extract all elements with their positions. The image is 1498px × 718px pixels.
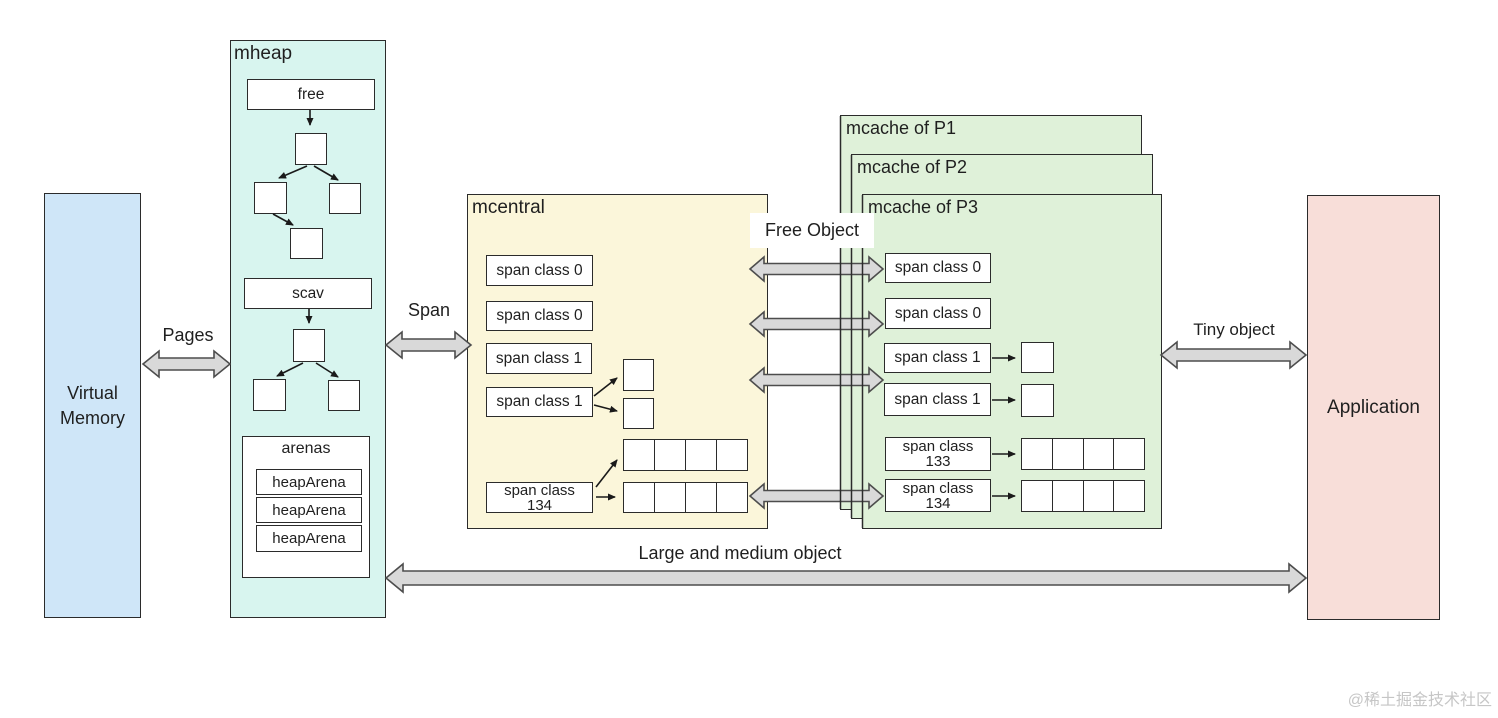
scav-tree-node <box>253 379 286 411</box>
span-cell <box>716 483 747 512</box>
span-class-134-line1: span class <box>902 479 974 497</box>
span-cell <box>1082 439 1114 469</box>
mcentral-title: mcentral <box>472 197 545 218</box>
span-class-133-line2: 133 <box>925 453 951 470</box>
span-cell <box>1051 439 1083 469</box>
span-label: Span <box>407 300 451 320</box>
free-tree-node <box>290 228 323 259</box>
heap-arena-box: heapArena <box>256 469 362 495</box>
span-cell <box>1082 481 1114 511</box>
span-cell <box>654 440 685 470</box>
mcache-span-cell <box>1021 342 1054 373</box>
span-cell <box>654 483 685 512</box>
virtual-memory-label: Virtual Memory <box>59 382 125 428</box>
free-object-label: Free Object <box>750 213 874 248</box>
free-tree-node <box>295 133 327 165</box>
mcache-p3-title: mcache of P3 <box>868 197 979 217</box>
mcache-span-cell <box>1021 384 1054 417</box>
mcache-span-class-133-box: span class 133 <box>885 437 991 471</box>
mheap-scav-box: scav <box>244 278 372 309</box>
span-cell <box>624 483 654 512</box>
mcentral-span-class-box: span class 1 <box>486 343 592 374</box>
free-tree-node <box>254 182 287 214</box>
heap-arena-box: heapArena <box>256 525 362 552</box>
large-medium-object-label: Large and medium object <box>638 543 842 563</box>
mcache-span-class-box: span class 1 <box>884 343 991 373</box>
mcache-span-cells-row <box>1021 438 1145 470</box>
mcentral-span-class-134-box: span class 134 <box>486 482 593 513</box>
pages-double-arrow <box>141 349 232 379</box>
span-cell <box>1113 439 1144 469</box>
span-cell <box>1113 481 1144 511</box>
mcache-span-class-134-box: span class 134 <box>885 479 991 512</box>
application-label: Application <box>1327 396 1420 418</box>
free-tree-node <box>329 183 361 214</box>
virtual-memory-box: Virtual Memory <box>44 193 141 618</box>
span-cell <box>624 440 654 470</box>
span-cell <box>1022 439 1052 469</box>
mcentral-span-class-box: span class 0 <box>486 255 593 286</box>
heap-arena-box: heapArena <box>256 497 362 523</box>
mcentral-span-class-box: span class 1 <box>486 387 593 417</box>
mcentral-span-cell <box>623 398 654 429</box>
span-cell <box>685 440 716 470</box>
span-class-134-line2: 134 <box>526 496 553 514</box>
scav-tree-node <box>328 380 360 411</box>
span-cell <box>1051 481 1083 511</box>
mcentral-span-class-box: span class 0 <box>486 301 593 331</box>
span-cell <box>1022 481 1052 511</box>
mcache-span-class-box: span class 0 <box>885 253 991 283</box>
tiny-object-label: Tiny object <box>1193 320 1275 339</box>
mcache-span-class-box: span class 1 <box>884 383 991 416</box>
span-cell <box>685 483 716 512</box>
mcentral-span-cells-row <box>623 439 748 471</box>
mcache-span-cells-row <box>1021 480 1145 512</box>
arenas-title: arenas <box>281 440 331 457</box>
span-double-arrow <box>384 330 473 360</box>
span-cell <box>716 440 747 470</box>
application-box: Application <box>1307 195 1440 620</box>
mcache-p2-title: mcache of P2 <box>857 157 968 177</box>
watermark: @稀土掘金技术社区 <box>1347 692 1492 709</box>
mheap-title: mheap <box>234 43 293 64</box>
tiny-object-double-arrow <box>1159 340 1308 370</box>
span-class-134-line1: span class <box>504 481 575 499</box>
mcache-span-class-box: span class 0 <box>885 298 991 329</box>
span-class-134-line2: 134 <box>925 494 951 512</box>
span-class-133-line1: span class <box>902 438 974 455</box>
scav-tree-node <box>293 329 325 362</box>
mheap-free-box: free <box>247 79 375 110</box>
mcache-p1-title: mcache of P1 <box>846 118 957 138</box>
mcentral-span-cell <box>623 359 654 391</box>
large-medium-double-arrow <box>384 562 1308 594</box>
pages-label: Pages <box>162 325 214 345</box>
mcentral-span-cells-row <box>623 482 748 513</box>
